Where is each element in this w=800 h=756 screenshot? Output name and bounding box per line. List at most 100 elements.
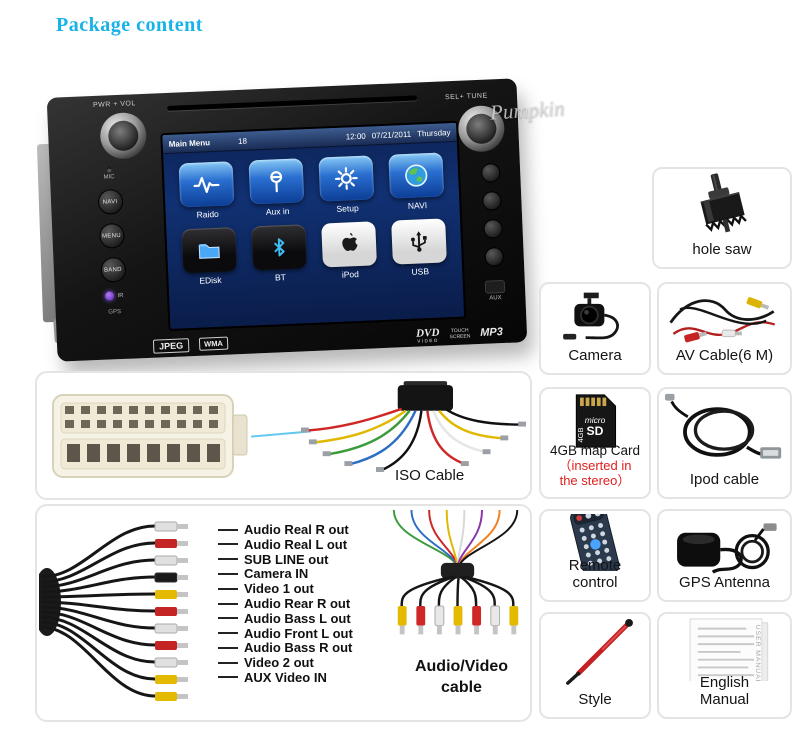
usb-icon — [411, 231, 427, 252]
micro-sd-card-image: micro SD 4GB — [575, 394, 617, 448]
menu-item-label: iPod — [341, 269, 360, 280]
leader-dash — [218, 676, 238, 679]
screen-menu-title: Main Menu — [168, 137, 211, 149]
wire-label-row: Audio Front L out — [218, 626, 353, 641]
side-button — [481, 191, 502, 211]
item-label: 4GB map Card — [549, 443, 641, 459]
globe-icon — [405, 164, 428, 187]
menu-item-label: Raido — [196, 208, 220, 220]
wire-label-row: Audio Rear R out — [218, 596, 353, 611]
wire-label-row: Camera IN — [218, 566, 353, 581]
select-tune-label: SEL+ TUNE — [444, 92, 488, 102]
manual-spine-text: USER MANUAL — [754, 625, 761, 681]
aux-port: AUX — [484, 279, 506, 302]
package-item-gps-antenna: GPS Antenna — [657, 509, 792, 602]
dvd-video-logo: DVD VIDEO — [415, 326, 440, 344]
wire-label-row: Video 2 out — [218, 655, 353, 670]
package-item-stylus: Style — [539, 612, 651, 719]
card-text-4gb: 4GB — [576, 428, 585, 443]
menu-item-edisk: EDisk — [176, 227, 242, 287]
left-button-panel: MIC NAVI MENU BAND IR GPS — [76, 166, 148, 317]
mic-hole: MIC — [103, 167, 115, 181]
wire-label-row: Audio Real R out — [218, 522, 353, 537]
menu-item-label: Aux in — [265, 205, 290, 217]
stereo-head-unit-image: PWR + VOL SEL+ TUNE MIC NAVI MENU BAND I… — [36, 78, 565, 376]
item-label-line2: Manual — [699, 691, 750, 709]
ir-sensor: IR — [104, 291, 124, 301]
hole-saw-image — [700, 173, 747, 233]
package-item-av-cable: AV Cable(6 M) — [657, 282, 792, 375]
menu-item-label: USB — [411, 266, 430, 277]
page-title: Package content — [56, 14, 203, 36]
rca-bundle-right-image — [392, 510, 519, 635]
rca-bundle-left-image — [39, 521, 188, 701]
leader-dash — [218, 558, 238, 561]
menu-item-usb: USB — [386, 218, 452, 278]
menu-item-aux-in: Aux in — [243, 158, 309, 218]
side-button — [483, 246, 504, 267]
touch-screen-logo: TOUCH SCREEN — [449, 326, 471, 341]
wma-logo: WMA — [198, 336, 229, 352]
iso-harness-image — [300, 381, 527, 472]
package-item-hole-saw: hole saw — [652, 167, 792, 269]
item-label: AV Cable(6 M) — [675, 347, 774, 365]
card-text-micro: micro — [585, 415, 606, 425]
item-label-line1: Audio/Video — [414, 658, 509, 675]
menu-item-bluetooth: BT — [246, 224, 312, 284]
aux-label: AUX — [489, 295, 502, 302]
menu-item-label: EDisk — [199, 274, 222, 286]
wire-label-row: Video 1 out — [218, 581, 353, 596]
folder-disk-icon — [198, 243, 220, 259]
iso-connector-image — [52, 394, 248, 478]
leader-dash — [218, 617, 238, 620]
menu-item-label: Setup — [336, 202, 359, 214]
mic-dot — [106, 167, 112, 173]
card-text-sd: SD — [587, 424, 604, 438]
power-volume-knob — [99, 111, 148, 160]
wire-label-row: Audio Real L out — [218, 537, 353, 552]
menu-button: MENU — [98, 222, 125, 249]
manual-image: USER MANUAL — [689, 618, 768, 681]
item-note-line2: the stereo） — [559, 473, 631, 489]
ir-label: IR — [117, 292, 124, 299]
leader-dash — [218, 646, 238, 649]
item-note-line1: （inserted in — [558, 458, 632, 474]
av-cable-image — [669, 297, 776, 343]
item-label: GPS Antenna — [679, 574, 770, 592]
leader-dash — [218, 543, 238, 546]
radio-icon — [193, 176, 220, 194]
power-volume-label: PWR + VOL — [92, 100, 136, 110]
gps-antenna-image — [677, 523, 777, 574]
item-label-line2: control — [572, 574, 618, 592]
package-item-iso-cable: ISO Cable — [35, 371, 532, 500]
aux-jack-icon — [270, 171, 283, 193]
screen-weekday: Thursday — [416, 127, 451, 138]
format-logo-strip: JPEG WMA DVD VIDEO TOUCH SCREEN MP3 — [57, 323, 527, 359]
wire-label-row: Audio Bass R out — [218, 640, 353, 655]
right-button-panel: AUX — [480, 163, 506, 302]
bluetooth-icon — [273, 238, 285, 257]
navi-button: NAVI — [97, 188, 124, 215]
menu-item-ipod: iPod — [316, 221, 382, 281]
stereo-body: PWR + VOL SEL+ TUNE MIC NAVI MENU BAND I… — [46, 78, 528, 362]
ir-led — [104, 291, 114, 301]
leader-dash — [218, 572, 238, 575]
item-label: Audio/Video cable — [389, 657, 534, 699]
item-label-line1: English — [699, 673, 750, 691]
leader-dash — [218, 661, 238, 664]
screen-time: 12:00 — [345, 131, 366, 141]
wire-label-row: SUB LINE out — [218, 552, 353, 567]
screen-date: 07/21/2011 — [371, 129, 412, 140]
mic-label: MIC — [103, 174, 115, 181]
package-item-remote: Remote control — [539, 509, 651, 602]
camera-image — [563, 292, 619, 340]
stylus-image — [565, 618, 633, 685]
leader-dash — [218, 632, 238, 635]
side-button — [482, 219, 503, 239]
item-label-line2: cable — [441, 678, 482, 696]
brand-watermark: Pumpkin — [489, 95, 566, 125]
item-label: Style — [578, 691, 612, 709]
item-label: Camera — [568, 347, 622, 365]
wire-label-row: AUX Video IN — [218, 670, 353, 685]
